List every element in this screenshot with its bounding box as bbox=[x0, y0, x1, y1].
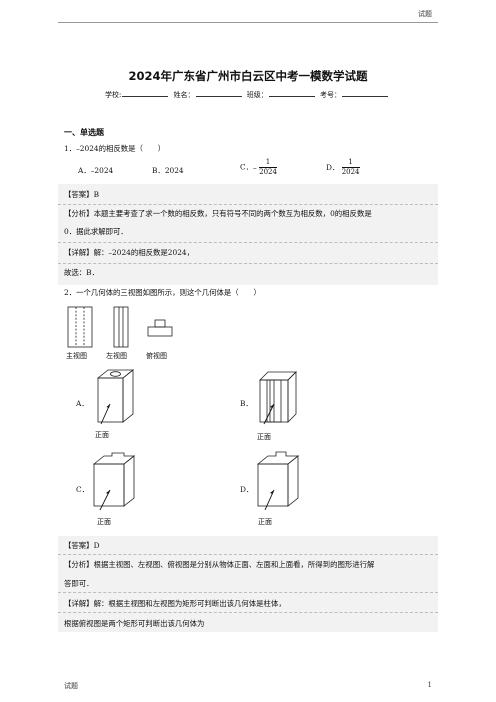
q2-answer-box bbox=[58, 536, 438, 632]
q2-option-c-front-label: 正面 bbox=[97, 518, 111, 526]
q1-analysis-line1: 【分析】本题主要考查了求一个数的相反数，只有符号不同的两个数互为相反数，0的相反… bbox=[64, 209, 372, 218]
class-blank bbox=[268, 89, 315, 97]
q1-analysis-line2: 0．据此求解即可． bbox=[64, 227, 128, 236]
q2-option-b-figure bbox=[252, 366, 312, 438]
number-label: 考号： bbox=[320, 91, 342, 99]
page-number: 1 bbox=[427, 681, 432, 689]
header-label: 试题 bbox=[418, 10, 432, 18]
q2-stem: 2．一个几何体的三视图如图所示，则这个几何体是（ ） bbox=[64, 288, 261, 297]
q2-option-c-label: C． bbox=[76, 485, 90, 494]
q1-option-a: A．–2024 bbox=[78, 166, 114, 175]
q1-option-c-label: C． bbox=[240, 162, 254, 172]
q2-analysis-line1: 【分析】根据主视图、左视图、俯视图是分别从物体正面、左面和上面看，所得到的图形进… bbox=[64, 560, 375, 569]
q2-option-b-front-label: 正面 bbox=[257, 433, 271, 441]
q2-option-c-figure bbox=[86, 448, 152, 522]
three-views-diagram bbox=[62, 304, 192, 368]
q2-option-a-label: A． bbox=[76, 399, 89, 408]
q1-answer: 【答案】B bbox=[64, 190, 99, 199]
student-info-line: 学校: 姓名： 班级： 考号： bbox=[0, 89, 496, 100]
name-blank bbox=[195, 89, 242, 97]
q1-option-c-sign: – bbox=[253, 163, 257, 172]
section-heading: 一、单选题 bbox=[64, 128, 104, 137]
footer-label: 试题 bbox=[64, 682, 78, 690]
q2-option-d-figure bbox=[250, 448, 316, 522]
q2-option-d-label: D． bbox=[240, 485, 254, 494]
q1-option-d-label: D． bbox=[326, 163, 340, 172]
school-label: 学校: bbox=[104, 91, 122, 99]
q1-option-b: B．2024 bbox=[152, 166, 184, 175]
top-view-label: 俯视图 bbox=[146, 352, 167, 360]
q1-detail: 【详解】解：–2024的相反数是2024， bbox=[64, 248, 195, 257]
q2-analysis-line2: 答即可． bbox=[64, 579, 94, 588]
page-title: 2024年广东省广州市白云区中考一模数学试题 bbox=[128, 69, 368, 83]
header-divider bbox=[58, 22, 438, 23]
left-view-label: 左视图 bbox=[106, 352, 127, 360]
name-label: 姓名： bbox=[173, 91, 195, 99]
q2-answer: 【答案】D bbox=[64, 541, 100, 550]
q1-stem: 1．–2024的相反数是（ ） bbox=[64, 144, 166, 153]
q1-conclusion: 故选：B． bbox=[64, 268, 99, 277]
q1-answer-box bbox=[58, 184, 438, 285]
q2-detail: 【详解】解：根据主视图和左视图为矩形可判断出该几何体是柱体， bbox=[64, 599, 286, 608]
q2-option-a-figure bbox=[88, 366, 148, 438]
front-view-label: 主视图 bbox=[66, 352, 87, 360]
left-view-figure bbox=[113, 306, 129, 348]
q2-detail-line2: 根据俯视图是两个矩形可判断出该几何体为 bbox=[64, 619, 205, 628]
q2-option-d-front-label: 正面 bbox=[258, 518, 272, 526]
q2-option-a-front-label: 正面 bbox=[95, 431, 109, 439]
number-blank bbox=[342, 89, 389, 97]
front-view-figure bbox=[67, 306, 93, 348]
class-label: 班级： bbox=[246, 91, 268, 99]
top-view-figure bbox=[147, 319, 173, 337]
school-blank bbox=[122, 89, 169, 97]
q2-option-b-label: B． bbox=[240, 399, 253, 408]
